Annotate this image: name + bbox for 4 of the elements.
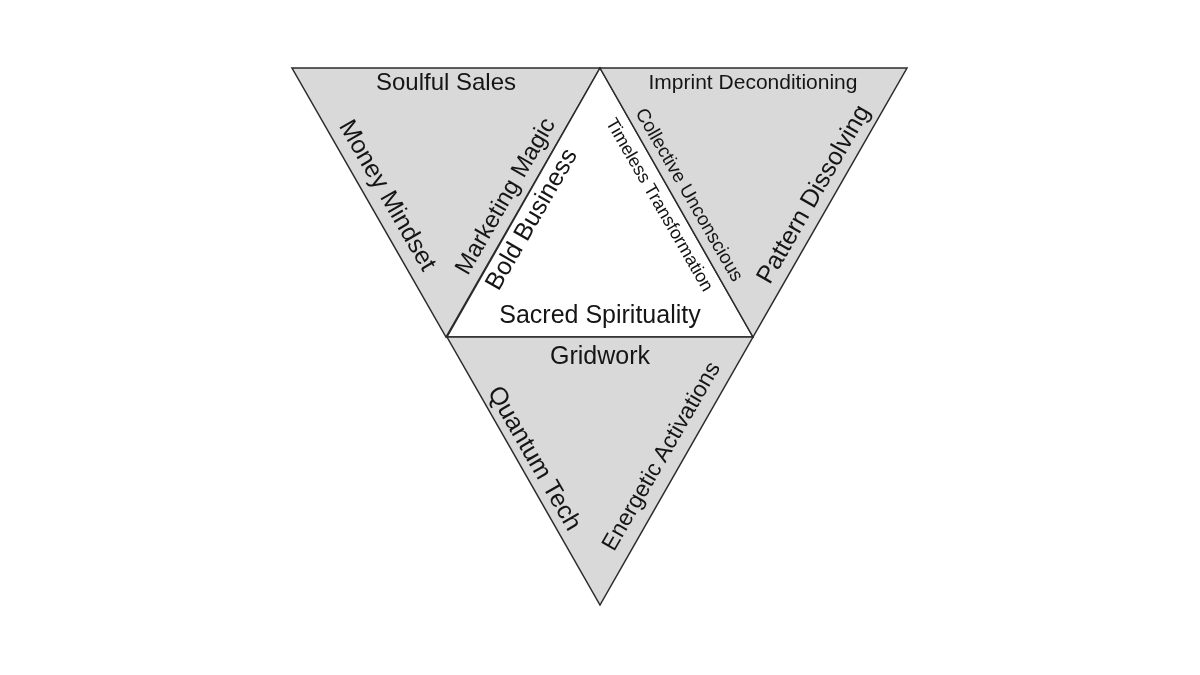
top-label: Gridwork <box>550 342 650 370</box>
base-label: Sacred Spirituality <box>499 301 701 329</box>
top-label: Soulful Sales <box>375 68 517 96</box>
top-label: Imprint Deconditioning <box>648 70 858 94</box>
